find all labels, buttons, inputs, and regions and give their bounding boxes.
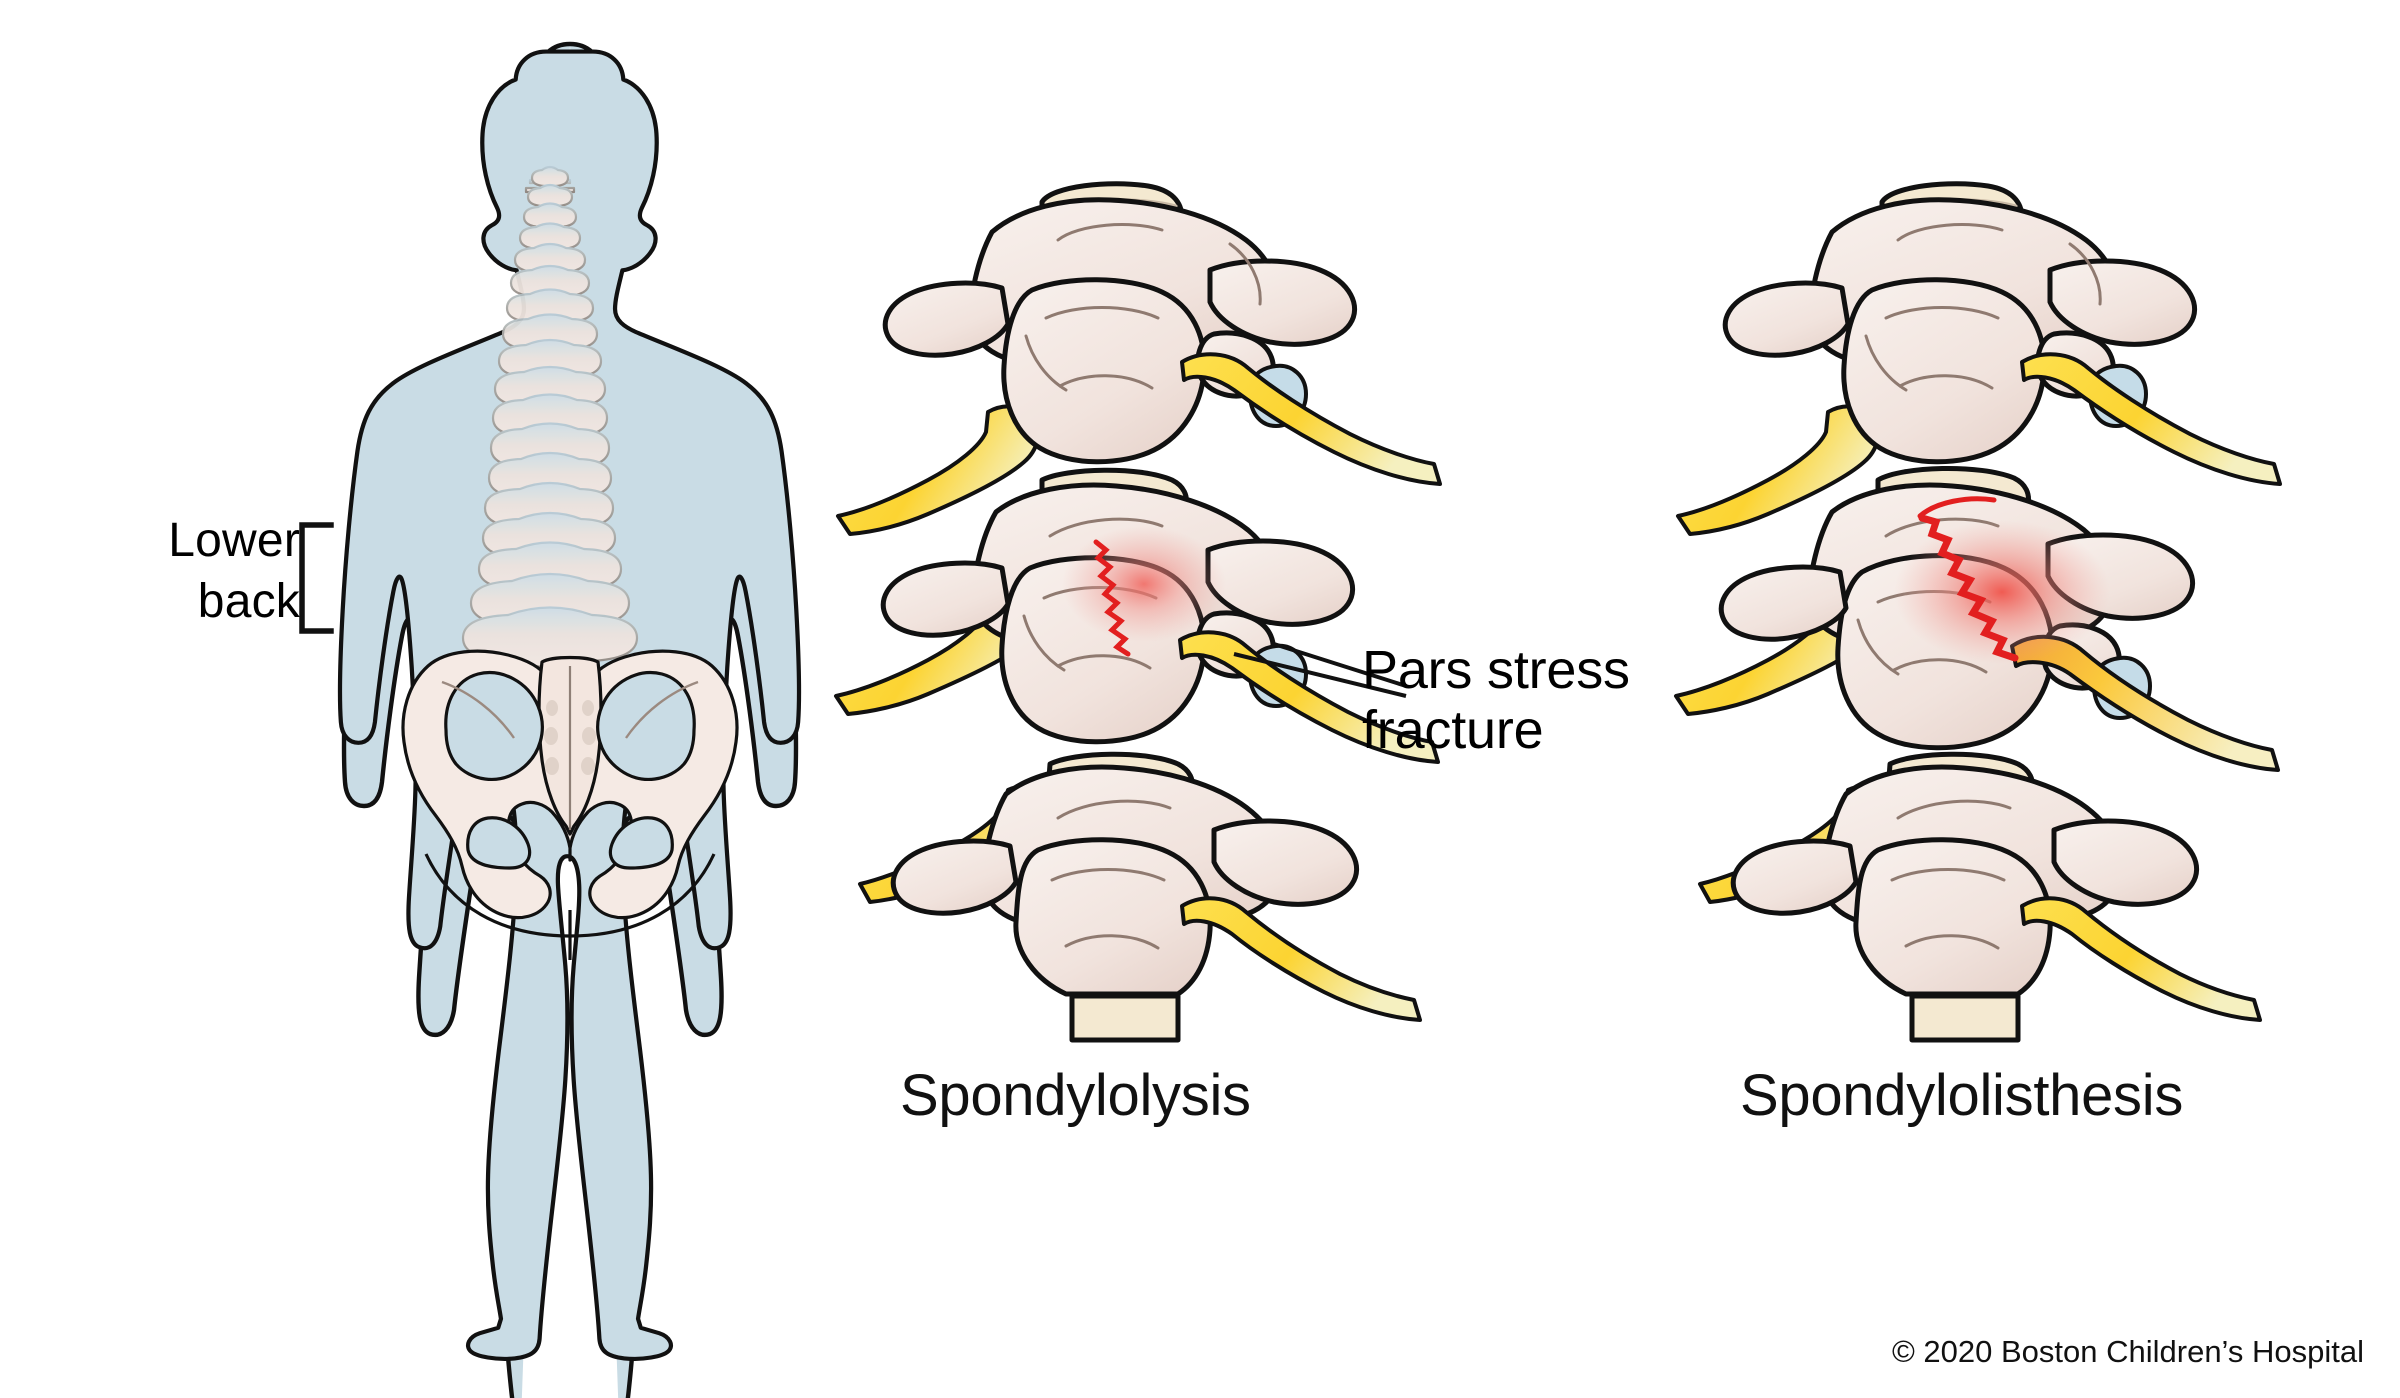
vertebra-bottom-2 [1698,751,2262,1043]
transverse-process-left-mid-2 [1718,564,1849,642]
fracture-glow [1062,526,1226,642]
vertebra-stack [461,165,639,669]
spine-column [461,165,639,669]
pars-stress-fracture-label: Pars stress fracture [1362,640,1782,761]
vertebral-body-stub [1069,993,1181,1043]
lower-back-bracket-icon [298,522,334,634]
pars-callout-leader-line [1230,640,1410,750]
transverse-process-left-bot-2 [1730,838,1859,916]
vertebral-body-stub-2 [1909,993,2021,1043]
pars-fracture-crack-slipped [1918,514,2019,662]
copyright-notice: © 2020 Boston Children’s Hospital [1891,1334,2364,1369]
pars-stress-fracture-crack [1093,539,1131,657]
pars-label-line1: Pars stress [1362,640,1630,700]
lower-back-label: Lower back [60,510,300,633]
nerve-root-right-bot-2 [2020,896,2262,1022]
transverse-process-left-bot [890,838,1019,916]
spondylolisthesis-illustration [1650,140,2290,1043]
posterior-arch-top [1001,277,1207,465]
transverse-process-right-bot-2 [2051,818,2200,907]
transverse-process-left-top [882,280,1011,358]
vertebra-middle [834,467,1440,764]
vertebra-top [836,181,1442,536]
body-figure-illustration [330,30,810,1398]
transverse-process-left-mid [880,560,1011,638]
spondylolysis-illustration [810,140,1450,1043]
nerve-root-compressed [2010,634,2280,772]
fracture-edge-upper [1917,496,1997,519]
transverse-process-right-bot [1211,818,1360,907]
posterior-arch-bot [1013,837,1213,997]
lower-back-label-line2: back [197,575,300,629]
vertebra-middle-2 [1674,466,2280,772]
nerve-root-right-bot [1180,896,1422,1022]
posterior-arch-top-2 [1841,277,2047,465]
vertebra-top-2 [1676,181,2282,536]
caption-spondylolysis: Spondylolysis [900,1063,1251,1128]
pelvis [401,649,739,920]
nerve-root-right-top [1180,352,1442,486]
posterior-arch-bot-2 [1853,837,2053,997]
lower-back-label-line1: Lower [168,514,300,567]
pars-label-line2: fracture [1362,700,1544,761]
nerve-root-right-mid [1178,630,1440,764]
vertebra-bottom [858,751,1422,1043]
caption-spondylolisthesis: Spondylolisthesis [1740,1063,2184,1128]
nerve-root-right-top-2 [2020,352,2282,486]
transverse-process-left-top-2 [1722,280,1851,358]
